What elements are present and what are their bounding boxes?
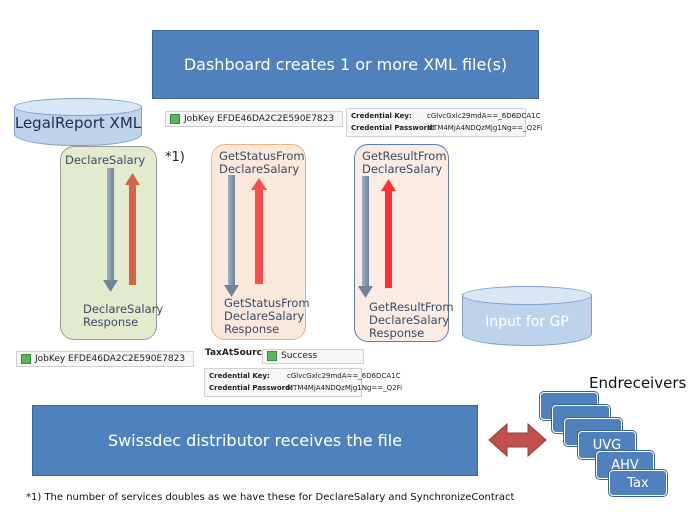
jobkey-top: JobKey EFDE46DA2C2E590E7823 xyxy=(165,111,343,127)
lane2-bottom-label-2: DeclareSalary xyxy=(224,309,305,323)
legal-report-label: LegalReport XML xyxy=(14,114,142,132)
receiver-card-tax: Tax xyxy=(609,470,667,496)
lane-get-result: GetResultFrom DeclareSalary GetResultFro… xyxy=(354,144,454,342)
lane3-top-label-1: GetResultFrom xyxy=(362,149,447,163)
credentials-top: Credential Key: cGlvcGxlc29mdA==_6D6DCA1… xyxy=(346,108,542,137)
lane2-down-arrow xyxy=(224,175,239,297)
lane2-top-label-2: DeclareSalary xyxy=(219,162,300,176)
credential-password-label: Credential Password: xyxy=(351,124,435,132)
lane2-bottom-label-1: GetStatusFrom xyxy=(224,296,310,310)
credential-key-label: Credential Key: xyxy=(351,112,412,120)
lane3-up-arrow xyxy=(381,179,396,288)
tax-at-source-credentials: Credential Key: cGlvcGxlc29mdA==_6D6DCA1… xyxy=(204,368,402,397)
lane3-bottom-label-2: DeclareSalary xyxy=(369,313,450,327)
jobkey-bottom: JobKey EFDE46DA2C2E590E7823 xyxy=(16,351,194,367)
check-icon xyxy=(170,113,180,124)
lane1-up-arrow xyxy=(125,173,140,285)
lane1-down-arrow xyxy=(103,168,118,292)
endreceivers-title: Endreceivers xyxy=(589,374,687,392)
check-icon xyxy=(21,353,31,364)
jobkey-top-label: JobKey EFDE46DA2C2E590E7823 xyxy=(184,114,335,124)
distributor-box-label: Swissdec distributor receives the file xyxy=(107,431,403,450)
receiver-tax-label: Tax xyxy=(627,475,649,491)
lane3-top-label-2: DeclareSalary xyxy=(362,162,443,176)
distributor-box: Swissdec distributor receives the file xyxy=(32,405,478,476)
lane3-down-arrow xyxy=(358,176,373,298)
receiver-ahv-label: AHV xyxy=(611,457,639,473)
tax-at-source-status-label: Success xyxy=(281,351,318,361)
lane3-bottom-label-3: Response xyxy=(369,326,425,340)
double-arrow xyxy=(488,422,547,458)
dashboard-box: Dashboard creates 1 or more XML file(s) xyxy=(152,30,539,99)
lane2-top-label-1: GetStatusFrom xyxy=(219,149,305,163)
lane2-up-arrow xyxy=(251,178,267,284)
lane1-bottom-label-2: Response xyxy=(83,315,139,329)
input-gp-cylinder: Input for GP xyxy=(462,286,592,346)
credential-key-value: cGlvcGxlc29mdA==_6D6DCA1C xyxy=(287,372,401,380)
lane3-bottom-label-1: GetResultFrom xyxy=(369,300,454,314)
receiver-uvg-label: UVG xyxy=(592,437,622,453)
footnote: *1) The number of services doubles as we… xyxy=(26,492,515,503)
credential-key-label: Credential Key: xyxy=(209,372,270,380)
lane2-bottom-label-3: Response xyxy=(224,322,280,336)
tax-at-source-title: TaxAtSource xyxy=(205,348,269,358)
credential-password-label: Credential Password: xyxy=(209,384,293,392)
check-icon xyxy=(267,350,277,361)
lane1-bottom-label-1: DeclareSalary xyxy=(83,302,164,316)
credential-password-value: MTM4MjA4NDQzMjg1Ng==_Q2Fi xyxy=(287,384,403,392)
lane-get-status: GetStatusFrom DeclareSalary GetStatusFro… xyxy=(211,144,310,340)
input-gp-label: Input for GP xyxy=(485,314,569,330)
jobkey-bottom-label: JobKey EFDE46DA2C2E590E7823 xyxy=(35,354,186,364)
dashboard-box-label: Dashboard creates 1 or more XML file(s) xyxy=(183,55,508,74)
lane1-top-label: DeclareSalary xyxy=(65,153,146,167)
tax-at-source-status: Success xyxy=(262,349,364,364)
credential-password-value: MTM4MjA4NDQzMjg1Ng==_Q2Fi xyxy=(427,124,543,132)
footnote-marker: *1) xyxy=(165,150,185,165)
credential-key-value: cGlvcGxlc29mdA==_6D6DCA1C xyxy=(427,112,541,120)
legal-report-cylinder: LegalReport XML xyxy=(14,98,142,146)
